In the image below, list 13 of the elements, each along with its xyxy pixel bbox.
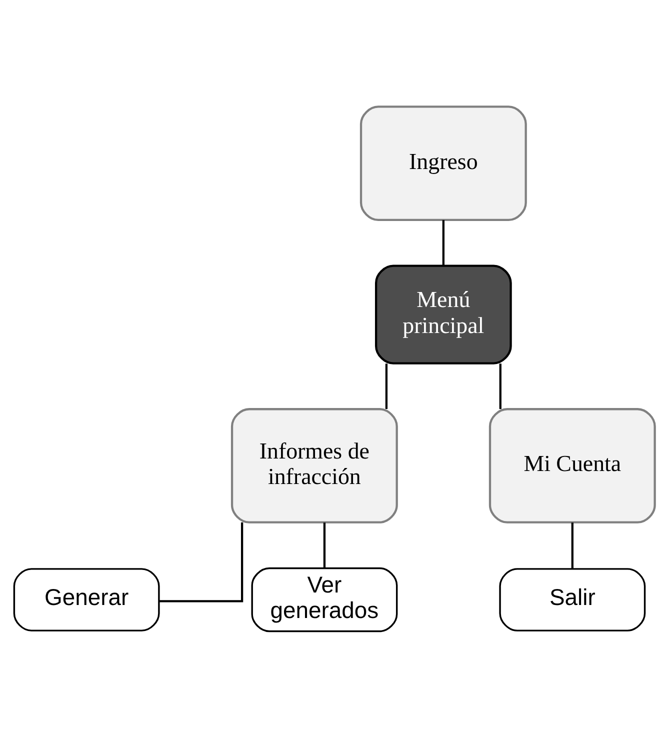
node-box: Ingreso	[360, 105, 527, 221]
node-box: Menú principal	[374, 264, 512, 364]
node-box: Salir	[499, 568, 646, 631]
connector	[571, 522, 574, 568]
node-box: Ver generados	[251, 566, 398, 632]
node-box: Mi Cuenta	[488, 408, 656, 523]
connector	[323, 522, 326, 568]
node-box: Generar	[13, 568, 160, 631]
node-box: Informes de infracción	[230, 408, 398, 523]
connector	[499, 363, 502, 409]
connector	[159, 522, 244, 602]
connector	[385, 363, 388, 409]
connector	[442, 220, 444, 265]
